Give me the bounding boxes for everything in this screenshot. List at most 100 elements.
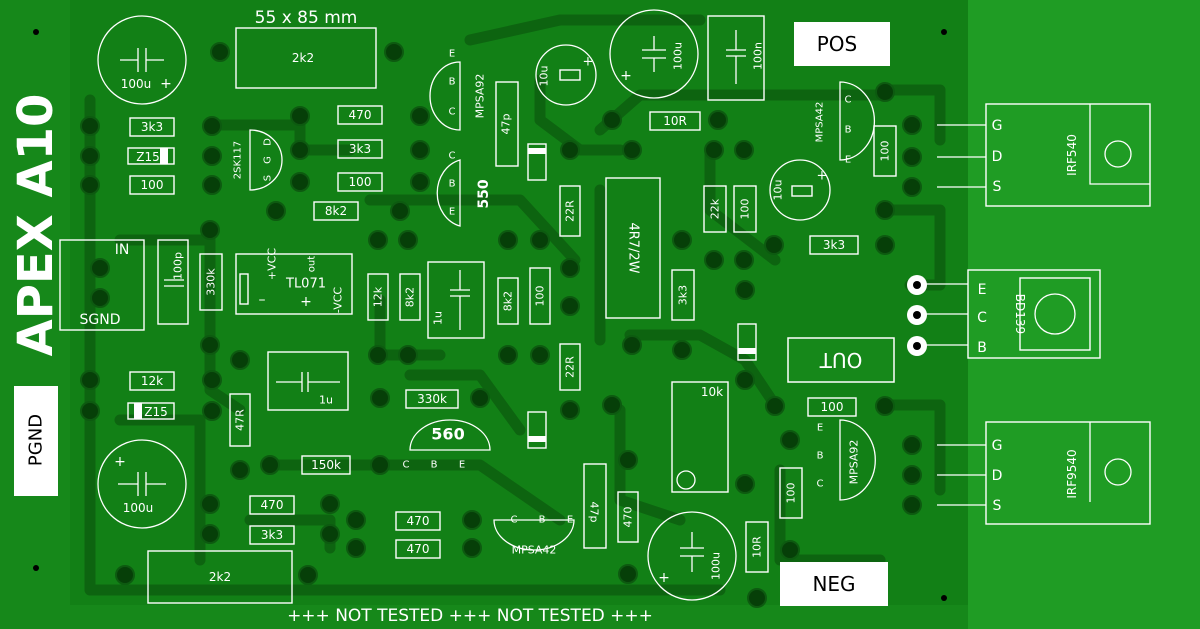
terminal-pgnd — [14, 386, 58, 496]
r-8k2-c: 8k2 — [502, 291, 515, 311]
c-100u-bl: 100u — [123, 501, 154, 515]
q-irf540-g: G — [992, 118, 1003, 134]
r-8k2-b: 8k2 — [404, 287, 417, 307]
r-100-a: 100 — [141, 178, 164, 192]
r-330k-a: 330k — [205, 268, 218, 296]
r-3k3-c: 3k3 — [677, 285, 690, 305]
c-100n: 100n — [752, 42, 765, 70]
heatsink-zone — [968, 0, 1200, 629]
board-dimensions: 55 x 85 mm — [255, 8, 358, 28]
r-100-f: 100 — [821, 400, 844, 414]
q-mpsa92-b-b: B — [817, 451, 824, 462]
r-2k2-top: 2k2 — [292, 51, 314, 65]
c-47p-a: 47p — [500, 113, 513, 134]
q-mpsa42-b-b: B — [539, 515, 546, 526]
u-tl071-out: out — [307, 256, 318, 272]
r-3k3-a: 3k3 — [141, 120, 163, 134]
silkscreen — [59, 9, 1151, 604]
q-2sk117-pin-d: D — [263, 138, 274, 146]
z15-a: Z15 — [136, 150, 160, 164]
r-470-e: 470 — [622, 507, 635, 528]
r-47r: 47R — [234, 409, 247, 431]
q-mpsa92-b: MPSA92 — [848, 440, 861, 485]
c-10u-b: 10u — [772, 180, 785, 201]
q-bd139-e: E — [978, 282, 987, 298]
q-irf9540-g: G — [992, 438, 1003, 454]
q-560-b: B — [431, 460, 438, 471]
q-550-b: B — [449, 179, 456, 190]
q-550-e: E — [449, 207, 455, 218]
q-560: 560 — [431, 425, 464, 444]
terminal-sgnd-label: SGND — [80, 312, 121, 328]
q-560-c: C — [403, 460, 410, 471]
r-22r-a: 22R — [564, 200, 577, 222]
r-10r-b: 10R — [751, 536, 764, 558]
q-mpsa92-b-e: E — [817, 423, 823, 434]
c-100u-tr-plus: + — [620, 68, 632, 84]
r-3k3-d: 3k3 — [823, 238, 845, 252]
r-12k-a: 12k — [372, 286, 385, 307]
u-tl071: TL071 — [285, 277, 326, 292]
c-1u-a: 1u — [432, 311, 445, 325]
r-470-c: 470 — [407, 514, 430, 528]
q-mpsa92-a-c: C — [449, 107, 456, 118]
terminal-in-label: IN — [115, 242, 130, 258]
resistor-labels: 2k2 470 3k3 3k3 100 100 8k2 330k 12k 8k2… — [141, 51, 892, 584]
c-100u-bl-plus: + — [114, 454, 126, 470]
r-100-e: 100 — [879, 141, 892, 162]
r-3k3-e: 3k3 — [261, 528, 283, 542]
r-470-a: 470 — [349, 108, 372, 122]
q-mpsa42-a-c: C — [845, 95, 852, 106]
q-550: 550 — [476, 179, 492, 208]
q-mpsa42-a-e: E — [845, 155, 851, 166]
q-mpsa92-a: MPSA92 — [474, 74, 487, 119]
u-tl071-plus: + — [300, 294, 312, 310]
c-100u-tr: 100u — [672, 42, 685, 70]
c-100u-br-plus: + — [658, 570, 670, 586]
q-mpsa42-a: MPSA42 — [815, 102, 826, 143]
c-100u-tl-plus: + — [160, 76, 172, 92]
q-2sk117: 2SK117 — [233, 141, 244, 179]
c-1u-b: 1u — [319, 394, 333, 407]
copper-traces — [84, 14, 946, 596]
u-tl071-minus: – — [259, 292, 266, 308]
q-irf9540: IRF9540 — [1065, 449, 1079, 498]
terminal-out — [787, 337, 895, 383]
q-2sk117-pin-g: G — [263, 156, 274, 164]
c-10u-b-plus: + — [817, 169, 828, 184]
r-22k: 22k — [709, 198, 722, 219]
q-mpsa42-b: MPSA42 — [512, 544, 557, 557]
r-12k-b: 12k — [141, 374, 163, 388]
terminal-out-label: OUT — [819, 348, 862, 372]
solder-pads — [80, 42, 927, 608]
q-irf540: IRF540 — [1065, 134, 1079, 176]
board-title: APEX A10 — [8, 94, 64, 357]
r-22r-b: 22R — [564, 356, 577, 378]
r-3k3-b: 3k3 — [349, 142, 371, 156]
semiconductor-labels: Z15 Z15 2SK117 S G D MPSA92 E B C 550 C … — [136, 49, 1079, 557]
q-bd139: BD139 — [1013, 294, 1027, 334]
r-470-d: 470 — [407, 542, 430, 556]
q-irf9540-s: S — [993, 498, 1002, 514]
q-mpsa42-a-b: B — [845, 125, 852, 136]
r-100-c: 100 — [534, 286, 547, 307]
terminals: POS NEG OUT PGND IN SGND — [14, 22, 895, 606]
terminal-neg — [780, 562, 888, 606]
c-100p: 100p — [172, 252, 185, 280]
q-bd139-b: B — [977, 340, 987, 356]
q-mpsa42-b-c: C — [511, 515, 518, 526]
c-47p-b: 47p — [588, 502, 601, 523]
r-100-b: 100 — [349, 175, 372, 189]
c-10u-a: 10u — [538, 66, 551, 87]
pot-10k: 10k — [701, 385, 723, 399]
q-mpsa42-b-e: E — [567, 515, 573, 526]
q-mpsa92-b-c: C — [817, 479, 824, 490]
r-10r-a: 10R — [663, 114, 687, 128]
z15-b: Z15 — [144, 405, 168, 419]
r-4r7: 4R7/2W — [626, 222, 641, 273]
c-100u-tl: 100u — [121, 77, 152, 91]
r-150k: 150k — [311, 458, 341, 472]
r-2k2-bot: 2k2 — [209, 570, 231, 584]
u-tl071-vcc-pos: +VCC — [266, 248, 279, 280]
